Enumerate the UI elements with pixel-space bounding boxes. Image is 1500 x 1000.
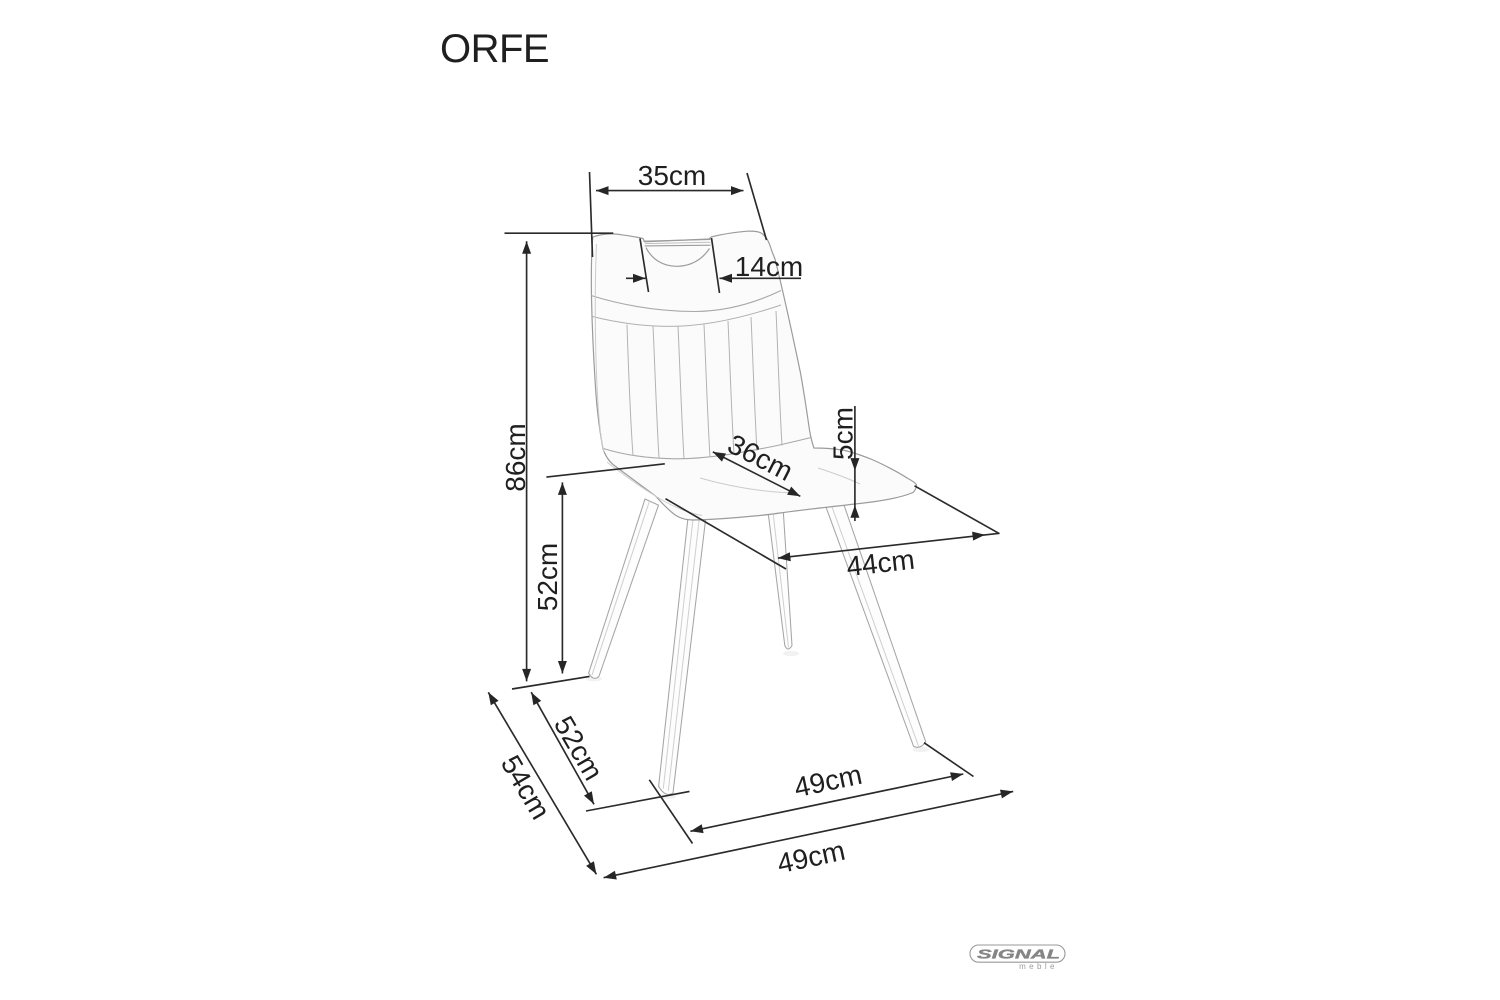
svg-text:52cm: 52cm [532, 543, 563, 611]
svg-text:14cm: 14cm [735, 251, 803, 282]
svg-text:ORFE: ORFE [440, 27, 549, 71]
svg-text:5cm: 5cm [828, 407, 859, 460]
svg-text:35cm: 35cm [638, 160, 706, 191]
svg-text:86cm: 86cm [500, 423, 531, 491]
svg-text:44cm: 44cm [845, 544, 916, 582]
svg-text:SIGNAL: SIGNAL [977, 948, 1060, 962]
svg-text:meble: meble [1019, 962, 1058, 971]
